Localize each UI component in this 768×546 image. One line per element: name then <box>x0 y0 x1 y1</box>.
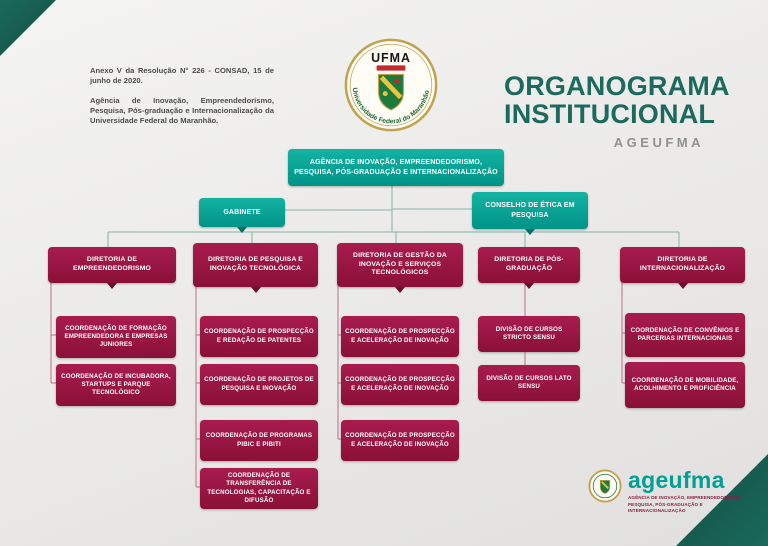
title-line-1: ORGANOGRAMA <box>504 71 730 101</box>
node-agencia-root: AGÊNCIA DE INOVAÇÃO, EMPREENDEDORISMO, P… <box>288 149 504 186</box>
ufma-seal-ribbon <box>376 65 406 71</box>
ageufma-seal-icon <box>588 469 622 503</box>
node-coord-convenios-parcerias: COORDENAÇÃO DE CONVÊNIOS E PARCERIAS INT… <box>625 313 745 357</box>
node-divisao-lato-sensu: DIVISÃO DE CURSOS LATO SENSU <box>478 365 580 401</box>
node-gabinete: GABINETE <box>199 198 285 227</box>
node-diretoria-pos-graduacao: DIRETORIA DE PÓS-GRADUAÇÃO <box>478 247 580 283</box>
ageufma-tagline: AGÊNCIA DE INOVAÇÃO, EMPREENDEDORISMO, P… <box>628 495 742 514</box>
node-diretoria-internacionalizacao: DIRETORIA DE INTERNACIONALIZAÇÃO <box>620 247 745 283</box>
node-coord-mobilidade-acolhimento: COORDENAÇÃO DE MOBILIDADE, ACOLHIMENTO E… <box>625 362 745 408</box>
node-coord-projetos-pesquisa: COORDENAÇÃO DE PROJETOS DE PESQUISA E IN… <box>200 364 318 405</box>
ufma-logo: UFMA Universidade Federal do Maranhão <box>344 38 438 132</box>
node-coord-prospeccao-aceleracao-2: COORDENAÇÃO DE PROSPECÇÃO E ACELERAÇÃO D… <box>341 364 459 405</box>
annex-note: Anexo V da Resolução N° 226 - CONSAD, 15… <box>90 66 274 86</box>
node-coord-formacao-empreendedora: COORDENAÇÃO DE FORMAÇÃO EMPREENDEDORA E … <box>56 316 176 358</box>
node-diretoria-gestao-inovacao: DIRETORIA DE GESTÃO DA INOVAÇÃO E SERVIÇ… <box>337 243 463 287</box>
node-diretoria-pesquisa-inovacao: DIRETORIA DE PESQUISA E INOVAÇÃO TECNOLÓ… <box>193 243 318 287</box>
agency-note: Agência de Inovação, Empreendedorismo, P… <box>90 95 274 126</box>
ufma-seal-inner-ring <box>349 43 433 127</box>
poster-title: ORGANOGRAMA INSTITUCIONAL AGEUFMA <box>504 71 730 150</box>
title-subtitle: AGEUFMA <box>613 134 704 150</box>
node-conselho-etica-pesquisa: CONSELHO DE ÉTICA EM PESQUISA <box>472 192 588 229</box>
node-coord-prospeccao-patentes: COORDENAÇÃO DE PROSPECÇÃO E REDAÇÃO DE P… <box>200 316 318 357</box>
node-coord-prospeccao-aceleracao-1: COORDENAÇÃO DE PROSPECÇÃO E ACELERAÇÃO D… <box>341 316 459 357</box>
node-coord-transferencia-tecnologias: COORDENAÇÃO DE TRANSFERÊNCIA DE TECNOLOG… <box>200 468 318 509</box>
ufma-seal-name: UFMA <box>371 51 411 65</box>
node-coord-incubadora-startups: COORDENAÇÃO DE INCUBADORA, STARTUPS E PA… <box>56 364 176 406</box>
ufma-coat-of-arms-icon <box>377 73 405 111</box>
ageufma-wordmark: ageufma <box>628 467 725 493</box>
node-coord-prospeccao-aceleracao-3: COORDENAÇÃO DE PROSPECÇÃO E ACELERAÇÃO D… <box>341 420 459 461</box>
ageufma-logo-text: ageufma AGÊNCIA DE INOVAÇÃO, EMPREENDEDO… <box>628 469 756 515</box>
node-diretoria-empreendedorismo: DIRETORIA DE EMPREENDEDORISMO <box>48 247 176 283</box>
node-coord-programas-pibic-pibiti: COORDENAÇÃO DE PROGRAMAS PIBIC E PIBITI <box>200 420 318 461</box>
node-divisao-stricto-sensu: DIVISÃO DE CURSOS STRICTO SENSU <box>478 316 580 352</box>
title-line-2: INSTITUCIONAL <box>504 99 716 130</box>
ageufma-logo: ageufma AGÊNCIA DE INOVAÇÃO, EMPREENDEDO… <box>588 469 756 515</box>
header-notes: Anexo V da Resolução N° 226 - CONSAD, 15… <box>90 66 274 126</box>
